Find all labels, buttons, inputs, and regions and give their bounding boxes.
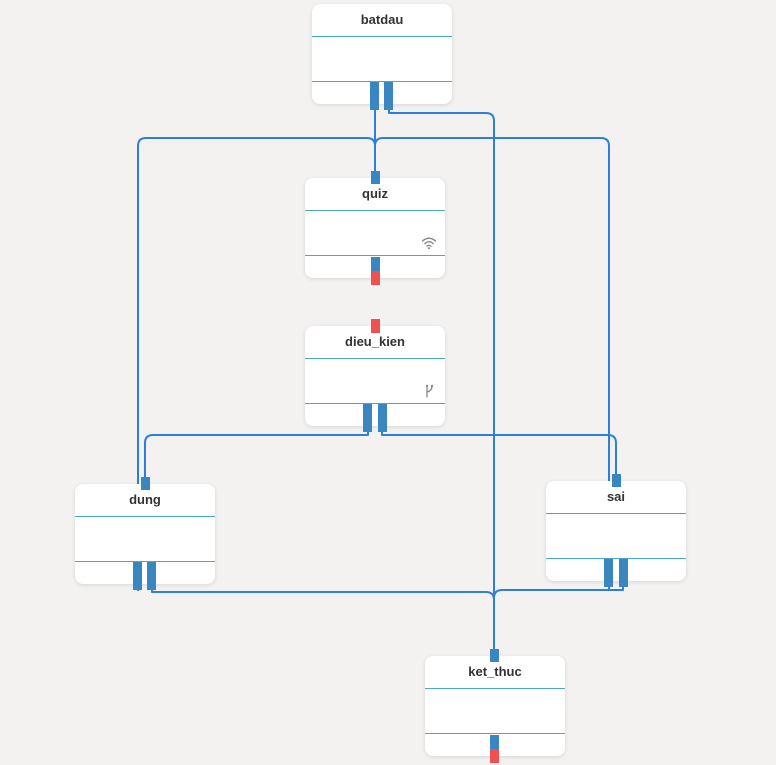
output-port-dung-2[interactable] [147,562,156,590]
edge-dieu-kien-sai[interactable] [381,426,617,475]
output-port-dieu-kien-2[interactable] [378,404,387,432]
output-port-sai-2[interactable] [619,559,628,587]
output-port-ket-thuc[interactable] [490,735,499,749]
node-batdau[interactable]: batdau [312,4,452,104]
output-port-ket-thuc-terminal[interactable] [490,749,499,763]
node-title: ket_thuc [425,656,565,689]
output-port-dieu-kien-1[interactable] [363,404,372,432]
node-ket-thuc[interactable]: ket_thuc [425,656,565,756]
node-sai[interactable]: sai [546,481,686,581]
edge-batdau-ket-thuc[interactable] [388,104,495,650]
edge-sai-ket-thuc[interactable] [493,585,624,599]
edge-sai-quiz[interactable] [374,137,610,591]
node-title: dieu_kien [305,326,445,359]
node-title: quiz [305,178,445,211]
node-title: batdau [312,4,452,37]
node-dung[interactable]: dung [75,484,215,584]
node-title: dung [75,484,215,517]
edge-dung-ket-thuc[interactable] [151,585,495,650]
node-separator [546,558,686,559]
output-port-dung-1[interactable] [133,562,142,590]
node-separator [305,403,445,404]
node-separator [425,733,565,734]
output-port-sai-1[interactable] [604,559,613,587]
node-separator [75,561,215,562]
node-dieu-kien[interactable]: dieu_kien [305,326,445,426]
node-separator [305,255,445,256]
node-separator [312,81,452,82]
node-title: sai [546,481,686,514]
input-port-quiz[interactable] [371,171,380,184]
input-port-dung[interactable] [141,477,150,490]
wifi-icon [421,237,437,250]
branch-icon [425,384,434,398]
output-port-batdau-2[interactable] [384,82,393,110]
input-port-dieu-kien[interactable] [371,319,380,333]
edge-dieu-kien-dung[interactable] [144,426,369,478]
output-port-batdau-1[interactable] [370,82,379,110]
input-port-ket-thuc[interactable] [490,649,499,662]
output-port-quiz-terminal[interactable] [371,271,380,285]
input-port-sai[interactable] [612,474,621,487]
output-port-quiz[interactable] [371,257,380,271]
